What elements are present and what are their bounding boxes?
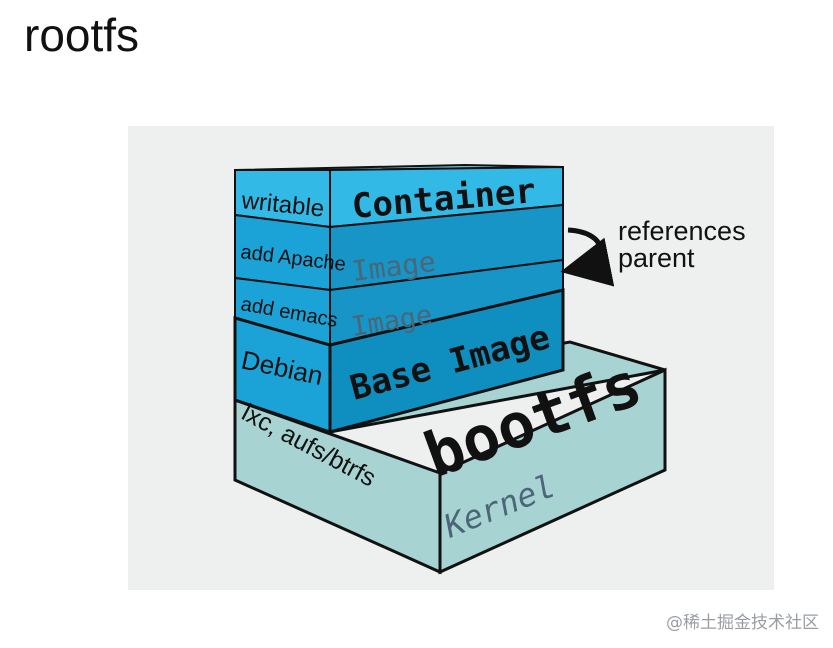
references-parent-arrow [560, 227, 615, 287]
debian-front-face [328, 288, 565, 434]
layer-stack-illustration: writable Container add Apache Image add … [233, 163, 746, 575]
watermark: @稀土掘金技术社区 [666, 613, 819, 633]
references-text: references [618, 216, 746, 246]
slide-title: rootfs [24, 9, 140, 61]
bootfs-front-face [438, 367, 667, 575]
parent-text: parent [618, 243, 695, 273]
rootfs-diagram: writable Container add Apache Image add … [128, 126, 774, 590]
